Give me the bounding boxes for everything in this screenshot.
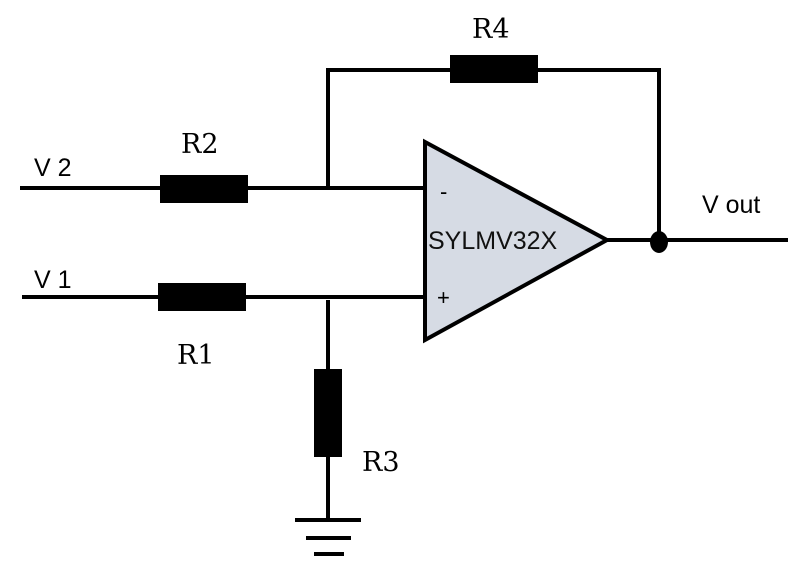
opamp-triangle [423,138,612,344]
resistor-r1 [158,283,246,311]
resistor-r3 [314,369,342,457]
resistor-r2 [160,175,248,203]
v1-label: V 1 [34,266,72,294]
inverting-pin-label: - [440,179,447,204]
r2-label: R2 [181,129,219,160]
r3-label: R3 [362,447,400,478]
noninverting-pin-label: + [437,285,450,310]
r4-label: R4 [472,14,510,45]
vout-label: V out [702,191,760,219]
resistor-r4 [450,55,538,83]
ground-icon [295,518,361,556]
v2-label: V 2 [34,154,72,182]
opamp-name-label: SYLMV32X [428,227,558,255]
r1-label: R1 [177,340,215,371]
output-junction-dot [650,231,668,253]
